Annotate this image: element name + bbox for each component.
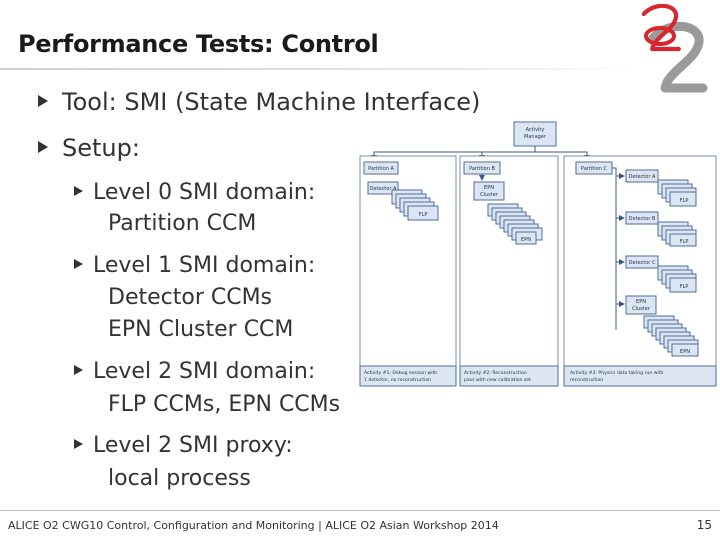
epn-cluster-c-label: Cluster [632,306,651,312]
epn-stack [487,203,543,245]
flp-stack [391,189,439,221]
sub-bullet-text: Detector CCMs [108,285,273,310]
activity-3-label: reconstruction [570,377,603,383]
partition-c-label: Partition C [581,166,607,172]
detector-a-c-label: Detector A [629,174,656,180]
epn-label: EPN [680,349,690,355]
activity-manager-label: Manager [524,134,547,140]
sub-bullet-level0: Level 0 SMI domain: [74,180,315,205]
sub-bullet-level2: Level 2 SMI domain: [74,359,315,384]
activity-1-label: 1 detector, no reconstruction [364,377,431,383]
detector-c-label: Detector C [629,260,656,266]
slide-title: Performance Tests: Control [18,30,379,58]
sub-bullet-proxy: Level 2 SMI proxy: [74,433,293,458]
bullet-arrow-icon [38,95,48,107]
sub-bullet-text: local process [108,466,251,491]
activity-1-label: Activity #1: Debug session with [364,370,437,376]
detector-a-label: Detector A [370,186,397,192]
sub-bullet-text: EPN Cluster CCM [108,317,294,342]
partition-c-column: Partition C Detector A FLP Detector B FL… [563,155,717,387]
title-rule [0,68,640,70]
activity-manager-box: Activity Manager [513,121,557,147]
sub-bullet-level1: Level 1 SMI domain: [74,253,315,278]
partition-b-label: Partition B [469,166,495,172]
activity-2-label: Activity #2: Reconstruction [464,370,527,376]
page-number: 15 [696,518,712,532]
alice-o2-logo [636,3,714,100]
footer-rule [0,510,720,511]
partition-a-column: Partition A Detector A FLP Activity #1: … [359,155,457,387]
bullet-tool: Tool: SMI (State Machine Interface) [38,88,480,116]
bullet-arrow-icon [74,259,83,269]
partition-b-column: Partition B EPN Cluster EPN Activity #2:… [459,155,559,387]
footer-text: ALICE O2 CWG10 Control, Configuration an… [8,519,499,532]
sub-bullet-text: Partition CCM [108,211,257,236]
bullet-arrow-icon [74,439,83,449]
bullet-arrow-icon [38,141,48,153]
sub-bullet-text: FLP CCMs, EPN CCMs [108,392,341,417]
flp-stack-c [657,265,697,293]
partition-a-label: Partition A [368,166,394,172]
activity-manager-label: Activity [526,127,545,133]
epn-label: EPN [521,237,531,243]
bullet-list: Tool: SMI (State Machine Interface) Setu… [0,0,480,500]
flp-label: FLP [680,198,689,204]
flp-label: FLP [680,239,689,245]
architecture-diagram: Activity Manager Partition A Detector A … [359,121,717,387]
flp-stack-a [657,179,697,207]
epn-cluster-label: EPN [484,185,494,191]
bullet-arrow-icon [74,365,83,375]
flp-stack-b [657,221,697,247]
flp-label: FLP [419,212,428,218]
activity-2-label: pass with new calibration set [464,377,531,383]
epn-stack-c [643,315,699,357]
activity-3-label: Activity #3: Physics data taking run wit… [570,370,664,376]
bullet-setup: Setup: [38,134,140,162]
epn-cluster-label: Cluster [480,192,499,198]
flp-label: FLP [680,284,689,290]
detector-b-label: Detector B [629,216,656,222]
epn-cluster-c-label: EPN [636,299,646,305]
bullet-arrow-icon [74,186,83,196]
